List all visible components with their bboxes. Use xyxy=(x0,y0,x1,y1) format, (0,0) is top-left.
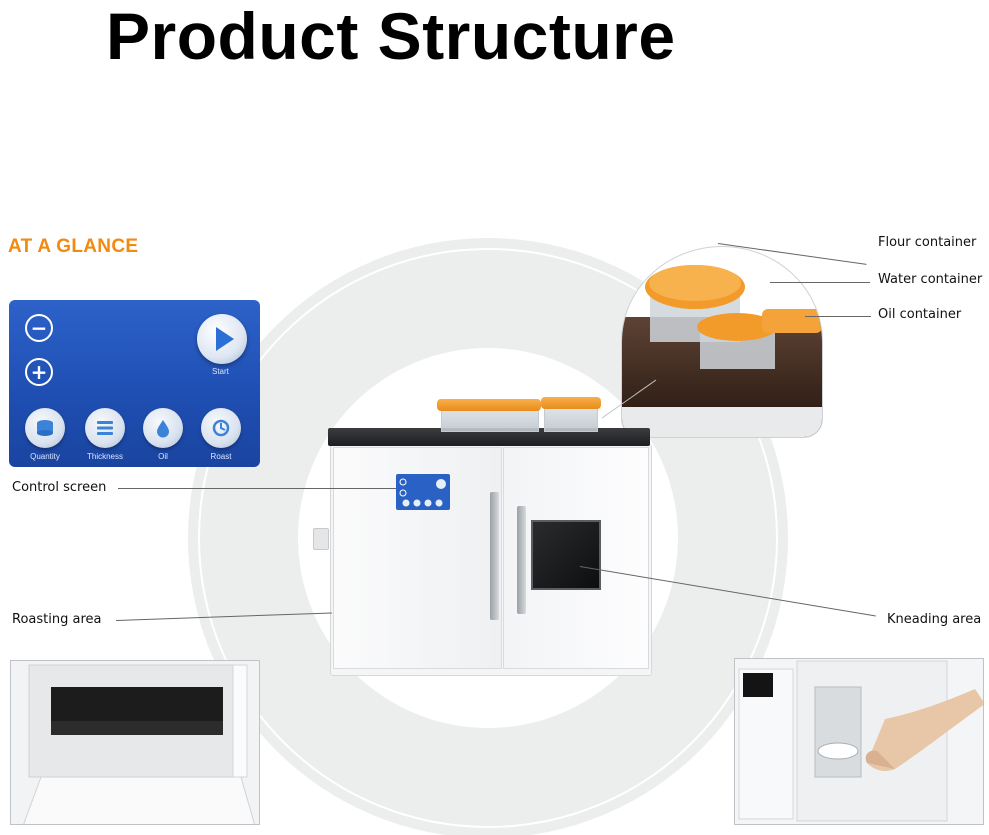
roasting-area-label: Roasting area xyxy=(12,612,102,627)
play-icon xyxy=(216,327,234,351)
quantity-button[interactable] xyxy=(25,408,65,448)
side-dial xyxy=(313,528,329,550)
plus-button[interactable]: + xyxy=(25,358,53,386)
minus-button[interactable]: − xyxy=(25,314,53,342)
thickness-label: Thickness xyxy=(86,452,123,461)
control-screen-buttons xyxy=(399,478,446,507)
kneading-illustration xyxy=(735,659,983,824)
control-panel-closeup: − + Start Quantity Thickness Oil Ro xyxy=(9,300,260,467)
flour-container-label: Flour container xyxy=(878,235,977,250)
roast-button[interactable] xyxy=(201,408,241,448)
kneading-area-label: Kneading area xyxy=(887,612,982,627)
minus-icon: − xyxy=(30,316,48,340)
water-jar-lid xyxy=(541,397,601,409)
zoom-pointer xyxy=(601,379,657,419)
flour-jar-lid xyxy=(437,399,541,411)
roasting-area-photo xyxy=(10,660,260,825)
thickness-button[interactable] xyxy=(85,408,125,448)
oil-button[interactable] xyxy=(143,408,183,448)
roast-label: Roast xyxy=(210,452,232,461)
water-container-label: Water container xyxy=(878,272,983,287)
start-button[interactable] xyxy=(197,314,247,364)
roasting-drawer-illustration xyxy=(11,661,259,824)
section-heading: AT A GLANCE xyxy=(8,236,139,257)
door-handle-right xyxy=(517,506,526,614)
start-label: Start xyxy=(212,367,229,376)
oil-drop-icon xyxy=(157,420,169,438)
page-title: Product Structure xyxy=(106,0,676,73)
kneading-area-photo xyxy=(734,658,984,825)
quantity-icon xyxy=(37,420,53,436)
machine-top-lid xyxy=(328,428,650,446)
oil-label: Oil xyxy=(158,452,168,461)
control-screen-label: Control screen xyxy=(12,480,107,495)
thickness-icon xyxy=(97,421,113,435)
roast-icon xyxy=(212,419,230,437)
control-screen xyxy=(396,474,450,510)
quantity-label: Quantity xyxy=(30,452,60,461)
plus-icon: + xyxy=(30,360,48,384)
containers-closeup xyxy=(645,265,822,369)
kneading-window xyxy=(531,520,601,590)
door-handle-left xyxy=(490,492,499,620)
containers-zoom-inset xyxy=(622,247,822,437)
oil-container-label: Oil container xyxy=(878,307,962,322)
